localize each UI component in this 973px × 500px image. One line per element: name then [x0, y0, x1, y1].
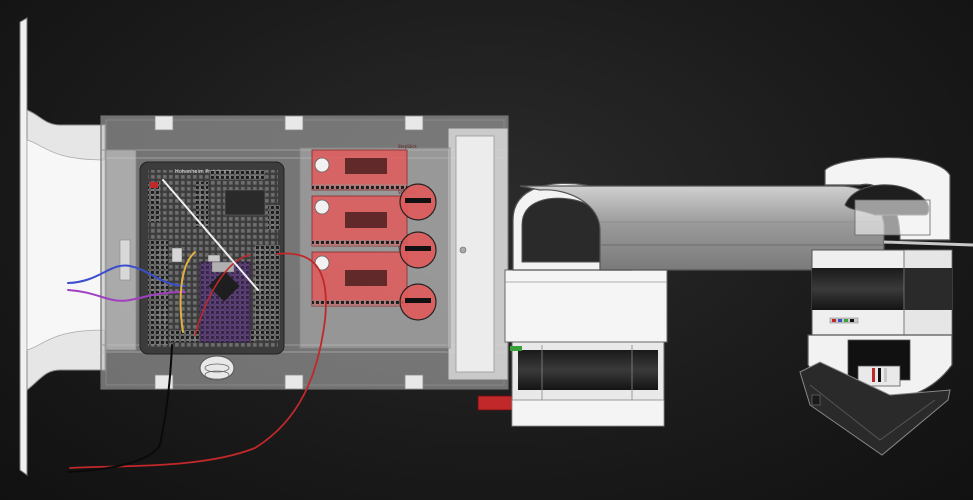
wire-red-signal [194, 254, 251, 336]
wire-yellow [179, 251, 196, 333]
potentiometer [399, 283, 437, 321]
wire-purple [67, 289, 186, 302]
stepper-driver-stack: StepStick StepStick StepStick [299, 144, 451, 349]
wire-black-power [67, 344, 173, 473]
wire-red-power [69, 252, 327, 469]
capacitor-icon [199, 355, 235, 381]
potentiometer [399, 183, 437, 221]
driver-label: StepStick [398, 144, 418, 149]
controller-board: Hohenheim Prototyping [139, 161, 285, 381]
robot-arm-link [519, 185, 973, 271]
driver-board: StepStick [311, 246, 418, 307]
wiring [67, 179, 327, 473]
wire-blue [67, 264, 186, 287]
driver-board: StepStick [311, 190, 418, 247]
board-silkscreen: Hohenheim Prototyping [175, 169, 234, 175]
base-flange [19, 17, 106, 476]
stepper-motor-icon [511, 339, 665, 427]
wire-white [162, 179, 259, 291]
driver-board: StepStick [311, 144, 418, 191]
right-motor-assembly [799, 156, 953, 456]
potentiometer [399, 231, 437, 269]
stepper-motor-icon [811, 249, 953, 336]
